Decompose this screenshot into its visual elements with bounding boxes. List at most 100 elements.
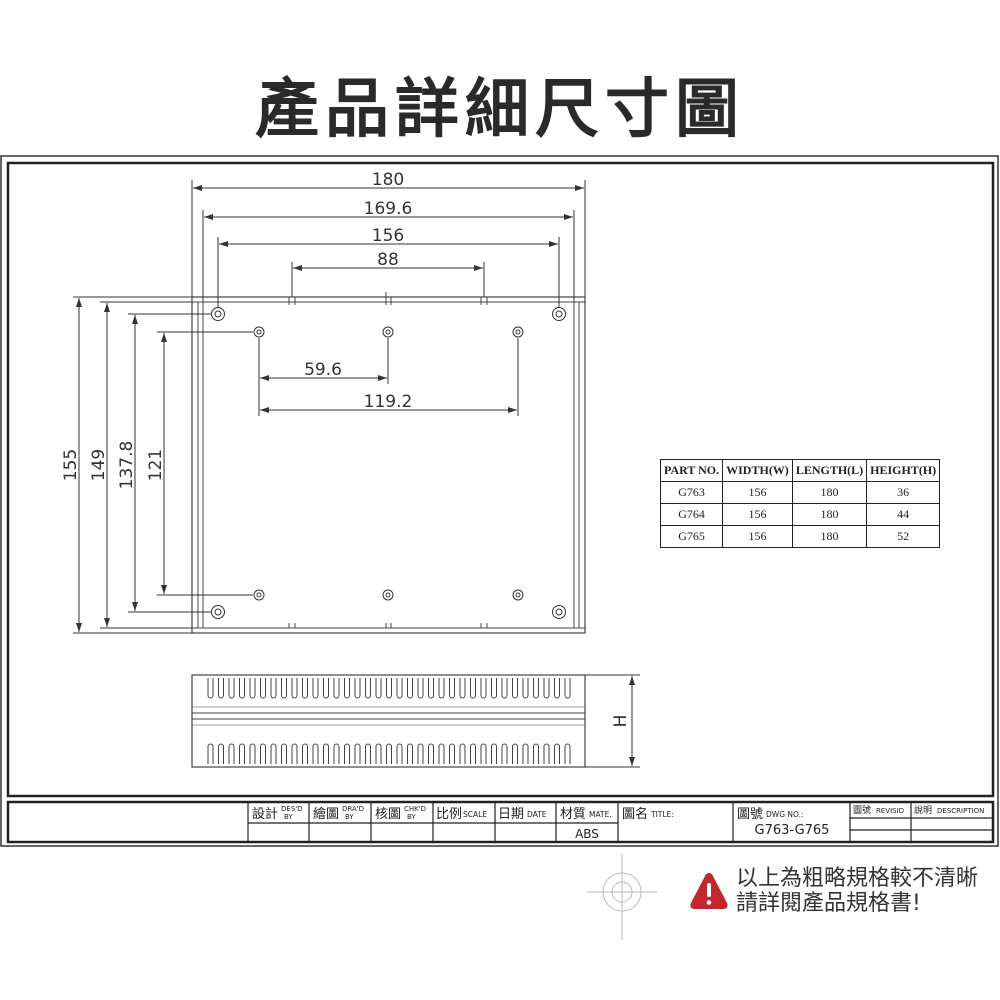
col-height: HEIGHT(H)	[866, 459, 941, 482]
vent-slot	[281, 678, 287, 699]
vent-slot	[470, 678, 476, 699]
vent-slot	[323, 678, 329, 699]
svg-text:日期: 日期	[498, 807, 524, 822]
dim-height-h: H	[611, 715, 631, 728]
drawing-frame	[6, 161, 995, 798]
vent-slot	[260, 678, 266, 699]
vent-slots-bottom	[207, 743, 571, 764]
svg-text:繪圖: 繪圖	[313, 806, 339, 822]
vent-slot	[249, 678, 256, 699]
vent-slot	[449, 743, 455, 764]
screw-hole	[211, 307, 225, 321]
top-view	[191, 292, 586, 634]
vent-slot	[302, 743, 308, 764]
svg-text:BY: BY	[345, 813, 354, 821]
tb-drawn: 繪圖 DRA'D BY	[313, 805, 364, 822]
boss-hole	[382, 326, 394, 338]
dim-88: 88	[377, 250, 399, 270]
table-row: G763 156 180 36	[659, 481, 941, 504]
vent-slot	[554, 743, 560, 764]
dim-156: 156	[372, 226, 404, 246]
screw-hole-inner	[555, 310, 563, 318]
boss-hole	[382, 589, 394, 601]
vent-slot	[386, 678, 392, 699]
boss-hole	[253, 326, 265, 338]
vent-slot	[533, 678, 539, 699]
screw-hole	[552, 307, 566, 321]
cell-part: G765	[659, 525, 724, 548]
title-block-grid	[247, 802, 993, 842]
vent-slot	[228, 678, 235, 699]
notice-text: 以上為粗略規格較不清晰 請詳閱產品規格書!	[736, 866, 978, 916]
cell-length: 180	[791, 481, 868, 504]
vent-slot	[249, 743, 256, 764]
outer-frame	[0, 155, 999, 847]
vent-slot	[312, 743, 319, 764]
svg-text:DESCRIPTION: DESCRIPTION	[937, 807, 984, 815]
tb-material: 材質 MATE. ABS	[560, 807, 612, 841]
vent-slot	[564, 743, 571, 764]
vent-slot	[480, 743, 487, 764]
vent-slot	[470, 743, 476, 764]
cell-length: 180	[791, 525, 868, 548]
vent-slot	[554, 678, 560, 699]
svg-text:BY: BY	[284, 813, 293, 821]
vent-slot	[344, 678, 350, 699]
vent-slot	[564, 678, 571, 699]
boss-hole-inner	[515, 329, 521, 335]
boss-hole-inner	[385, 329, 391, 335]
cell-width: 156	[722, 525, 793, 548]
vent-slot	[228, 743, 235, 764]
vent-slot	[281, 743, 287, 764]
vent-slot	[260, 743, 266, 764]
col-length: LENGTH(L)	[791, 459, 868, 482]
vent-slot	[375, 678, 382, 699]
screw-hole	[211, 605, 225, 619]
svg-text:TITLE:: TITLE:	[650, 810, 674, 819]
svg-text:REVISID: REVISID	[876, 807, 904, 815]
svg-text:說明: 說明	[914, 804, 932, 816]
page-title: 產品詳細尺寸圖	[255, 73, 745, 147]
tb-designed: 設計 DES'D BY	[252, 805, 303, 822]
svg-text:圖名: 圖名	[622, 806, 648, 822]
svg-text:BY: BY	[407, 813, 416, 821]
screw-hole-inner	[214, 310, 222, 318]
vent-slot	[333, 678, 340, 699]
dim-137-8: 137.8	[117, 441, 137, 490]
svg-text:圖號: 圖號	[737, 807, 763, 822]
vent-slot	[312, 678, 319, 699]
dwg-no-value: G763-G765	[755, 823, 830, 838]
warning-icon	[690, 873, 728, 909]
vent-slot	[407, 743, 413, 764]
vent-slot	[302, 678, 308, 699]
col-width: WIDTH(W)	[722, 459, 793, 482]
tb-scale: 比例 SCALE	[436, 807, 487, 822]
vent-slot	[270, 743, 277, 764]
svg-text:圖號: 圖號	[853, 804, 871, 816]
svg-text:設計: 設計	[252, 806, 278, 822]
svg-text:SCALE: SCALE	[463, 810, 487, 819]
vent-slot	[438, 678, 445, 699]
vent-slot	[396, 743, 403, 764]
svg-text:DRA'D: DRA'D	[342, 805, 364, 813]
tb-title: 圖名 TITLE:	[622, 806, 674, 822]
vent-slot	[480, 678, 487, 699]
dim-180: 180	[372, 170, 404, 190]
boss-hole-inner	[515, 592, 521, 598]
notice-line-2: 請詳閱產品規格書!	[736, 891, 921, 916]
vent-slot	[323, 743, 329, 764]
svg-text:DES'D: DES'D	[281, 805, 303, 813]
vent-slot	[291, 678, 298, 699]
vent-slot	[375, 743, 382, 764]
mounting-holes	[211, 307, 566, 619]
vent-slot	[522, 743, 529, 764]
cell-height: 52	[866, 525, 941, 548]
vent-slot	[417, 678, 424, 699]
vent-slot	[344, 743, 350, 764]
boss-hole-inner	[256, 329, 262, 335]
vent-slot	[239, 678, 245, 699]
vent-slot	[333, 743, 340, 764]
vent-slot	[459, 743, 466, 764]
vent-slot	[270, 678, 277, 699]
vent-slot	[449, 678, 455, 699]
